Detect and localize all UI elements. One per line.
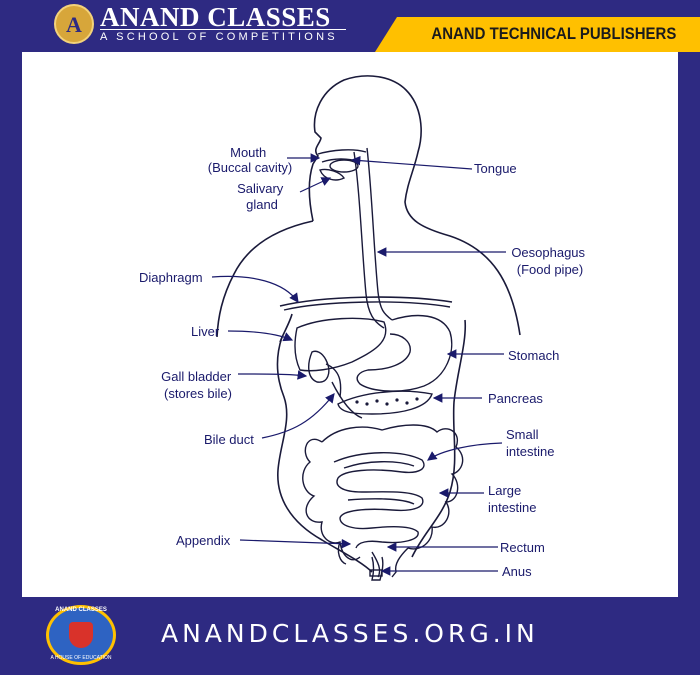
label-tongue: Tongue — [474, 161, 517, 176]
organs — [279, 147, 464, 581]
body-outline — [216, 75, 521, 573]
publisher-banner: ANAND TECHNICAL PUBLISHERS — [375, 17, 700, 52]
crest-shield-icon — [69, 622, 93, 648]
leader-lines — [211, 153, 506, 576]
brand-title: ANAND CLASSES — [100, 2, 331, 32]
anand-classes-logo: A — [54, 4, 94, 44]
digestive-system-diagram: Mouth (Buccal cavity) Salivary gland Ton… — [139, 75, 588, 581]
brand-divider — [100, 29, 346, 30]
label-gall-bladder: Gall bladder (stores bile) — [161, 369, 235, 401]
label-mouth: Mouth (Buccal cavity) — [208, 145, 293, 175]
label-rectum: Rectum — [500, 540, 545, 555]
label-pancreas: Pancreas — [488, 391, 543, 406]
label-diaphragm: Diaphragm — [139, 270, 203, 285]
crest-top-text: ANAND CLASSES — [55, 607, 107, 613]
label-anus: Anus — [502, 564, 532, 579]
label-large-intestine: Large intestine — [488, 483, 536, 515]
label-salivary-gland: Salivary gland — [237, 181, 287, 212]
brand-subtitle: A SCHOOL OF COMPETITIONS — [100, 31, 338, 43]
label-liver: Liver — [191, 324, 220, 339]
publisher-label: ANAND TECHNICAL PUBLISHERS — [431, 24, 676, 43]
label-stomach: Stomach — [508, 348, 559, 363]
label-small-intestine: Small intestine — [506, 427, 554, 459]
salivary-gland-shape — [319, 168, 346, 181]
footer-bar: ANAND CLASSES A HOUSE OF EDUCATION ANAND… — [0, 597, 700, 675]
crest-bottom-text: A HOUSE OF EDUCATION — [50, 655, 112, 661]
label-appendix: Appendix — [176, 533, 231, 548]
school-crest-icon: ANAND CLASSES A HOUSE OF EDUCATION — [46, 605, 116, 665]
diagram-panel: Mouth (Buccal cavity) Salivary gland Ton… — [22, 52, 678, 597]
tongue-shape — [329, 159, 359, 173]
label-bile-duct: Bile duct — [204, 432, 254, 447]
label-oesophagus: Oesophagus (Food pipe) — [511, 245, 588, 277]
website-url[interactable]: ANANDCLASSES.ORG.IN — [161, 619, 539, 648]
header-bar: A ANAND CLASSES A SCHOOL OF COMPETITIONS… — [0, 0, 700, 52]
